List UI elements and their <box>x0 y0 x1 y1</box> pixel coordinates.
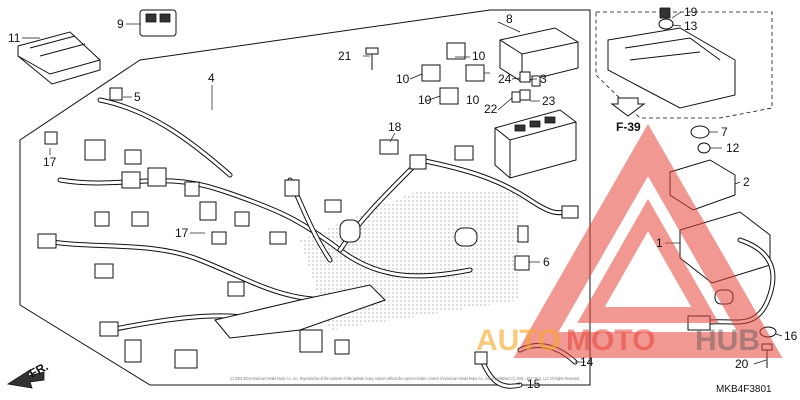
watermark-text-auto: AUTO <box>476 324 560 357</box>
label-8: 8 <box>506 12 513 26</box>
label-4: 4 <box>208 71 215 85</box>
label-17b: 17 <box>175 226 189 240</box>
label-19: 19 <box>684 5 698 19</box>
copyright-text: (c) 2003-2018 American Honda Motor Co., … <box>230 376 580 381</box>
label-10b: 10 <box>396 72 410 86</box>
label-1: 1 <box>656 236 663 250</box>
label-2: 2 <box>743 175 750 189</box>
harness-bracket <box>214 284 386 339</box>
label-11: 11 <box>8 31 21 45</box>
small-fuses <box>511 71 541 103</box>
label-20: 20 <box>735 357 749 371</box>
label-15: 15 <box>527 377 541 391</box>
part-8-fuse-box <box>499 27 579 83</box>
label-23: 23 <box>542 94 556 108</box>
label-18: 18 <box>388 120 402 134</box>
label-14: 14 <box>580 355 594 369</box>
watermark-text-hub: HUB <box>695 324 760 357</box>
label-10d: 10 <box>466 93 480 107</box>
battery-tray-inset <box>595 7 773 119</box>
harness-connectors <box>37 87 579 369</box>
label-21: 21 <box>338 49 352 63</box>
watermark-text-moto: MOTO <box>566 324 655 357</box>
harness-assembly-boundary <box>19 9 591 386</box>
label-13: 13 <box>684 19 698 33</box>
label-10a: 10 <box>472 49 486 63</box>
label-12: 12 <box>726 141 740 155</box>
bolt-21 <box>365 47 379 70</box>
main-fuse-box <box>494 109 577 179</box>
label-6: 6 <box>543 255 550 269</box>
watermark: AUTO MOTO HUB <box>476 123 783 358</box>
label-10c: 10 <box>418 93 432 107</box>
washers <box>658 18 711 154</box>
part-9-connector <box>139 9 177 37</box>
diagram-code: MKB4F3801 <box>716 384 772 395</box>
label-16: 16 <box>784 329 798 343</box>
front-arrow <box>6 369 45 389</box>
label-17a: 17 <box>43 155 57 169</box>
part-18-clip <box>379 139 399 155</box>
label-9: 9 <box>117 17 124 31</box>
reference-arrow <box>610 97 646 117</box>
label-22: 22 <box>484 102 498 116</box>
label-24: 24 <box>498 72 512 86</box>
part-11-cover <box>17 31 101 85</box>
label-5: 5 <box>134 90 141 104</box>
reference-label: F-39 <box>616 120 641 134</box>
label-3: 3 <box>540 72 547 86</box>
label-7: 7 <box>721 125 728 139</box>
